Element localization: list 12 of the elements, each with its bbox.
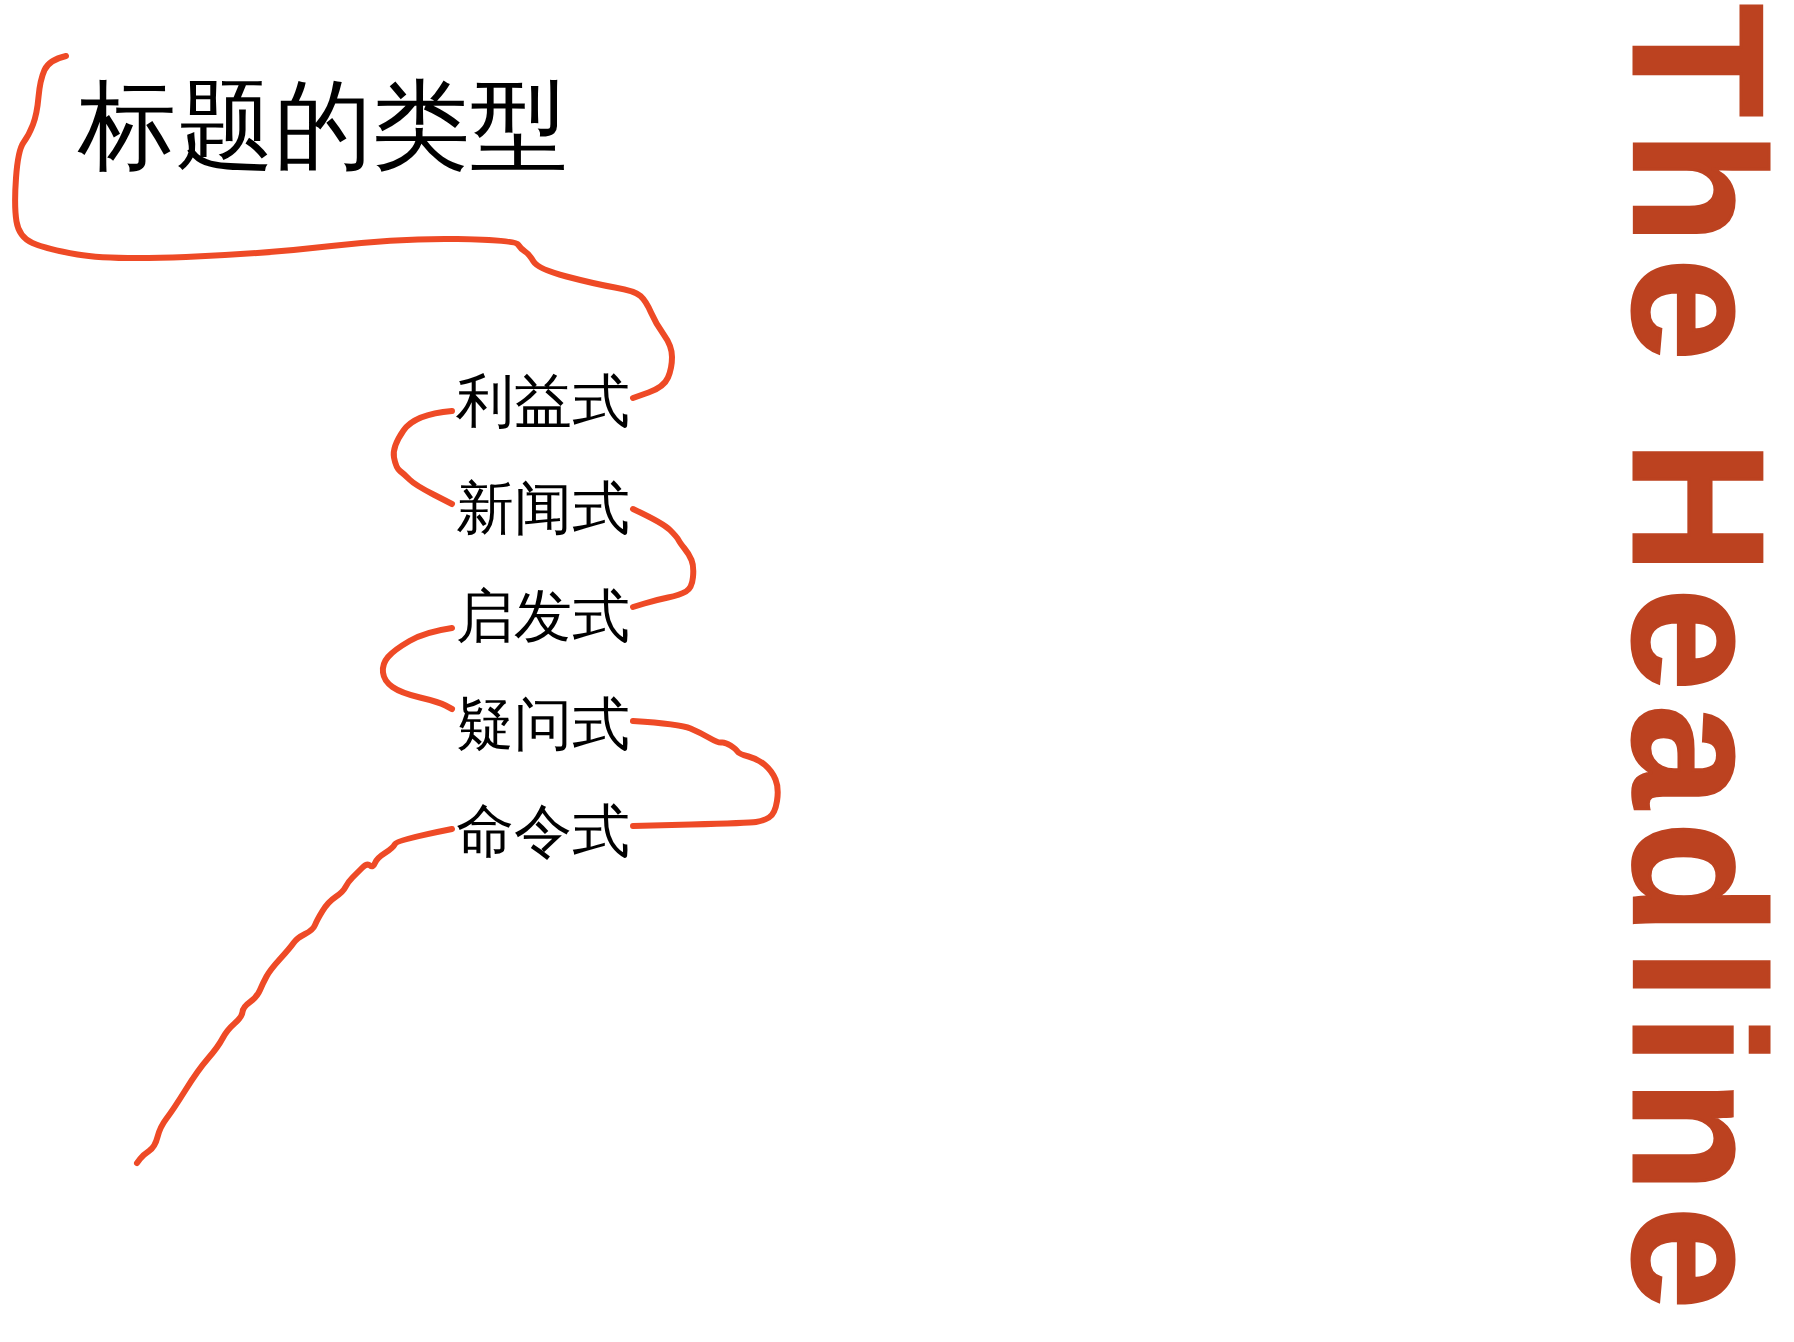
curved-line [630, 718, 781, 829]
curved-line [134, 826, 455, 1166]
vertical-heading: The Headline [1605, 4, 1790, 1324]
item-label: 命令式 [452, 800, 633, 862]
item-label: 新闻式 [452, 477, 633, 539]
item-label: 疑问式 [452, 693, 633, 755]
item-label: 利益式 [452, 370, 633, 432]
curved-line [379, 625, 455, 712]
heading-text: 标题的类型 [66, 56, 580, 184]
curved-line [390, 408, 455, 507]
curved-line [630, 506, 697, 610]
item-label: 启发式 [452, 585, 633, 647]
